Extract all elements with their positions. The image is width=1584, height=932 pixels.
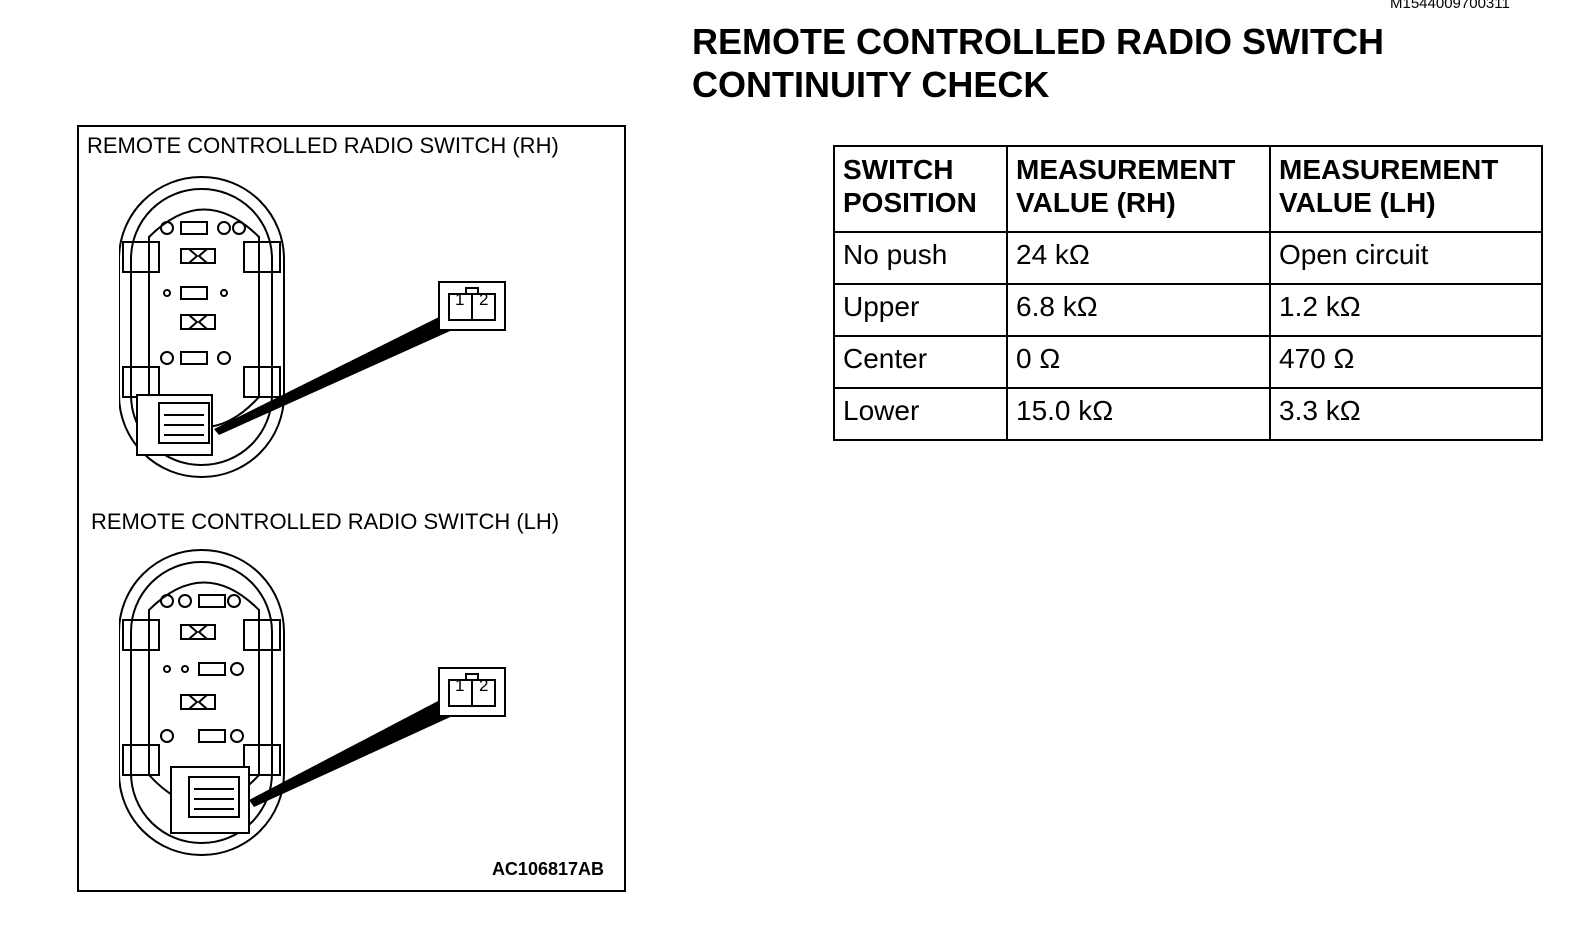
title-line-2: CONTINUITY CHECK: [692, 64, 1050, 105]
title-line-1: REMOTE CONTROLLED RADIO SWITCH: [692, 21, 1384, 62]
header-text: SWITCH: [843, 154, 954, 185]
header-text: MEASUREMENT: [1016, 154, 1236, 185]
header-measurement-rh: MEASUREMENT VALUE (RH): [1006, 145, 1271, 233]
table-cell: 0 Ω: [1006, 335, 1271, 389]
table-cell: Open circuit: [1269, 231, 1543, 285]
table-row: Center 0 Ω 470 Ω: [833, 335, 1543, 389]
continuity-table: SWITCH POSITION MEASUREMENT VALUE (RH) M…: [833, 145, 1543, 441]
table-cell: No push: [833, 231, 1008, 285]
header-text: MEASUREMENT: [1279, 154, 1499, 185]
rh-switch-label: REMOTE CONTROLLED RADIO SWITCH (RH): [87, 133, 559, 158]
table-cell: 6.8 kΩ: [1006, 283, 1271, 337]
lh-switch-label: REMOTE CONTROLLED RADIO SWITCH (LH): [91, 509, 560, 534]
table-cell: Lower: [833, 387, 1008, 441]
table-header-row: SWITCH POSITION MEASUREMENT VALUE (RH) M…: [833, 145, 1543, 233]
table-cell: 15.0 kΩ: [1006, 387, 1271, 441]
table-cell: 3.3 kΩ: [1269, 387, 1543, 441]
table-cell: 470 Ω: [1269, 335, 1543, 389]
lh-pin-1: 1: [455, 676, 465, 695]
lh-pin-2: 2: [479, 676, 489, 695]
table-cell: Upper: [833, 283, 1008, 337]
figure-code: AC106817AB: [491, 859, 604, 879]
table-cell: 1.2 kΩ: [1269, 283, 1543, 337]
header-text: VALUE (RH): [1016, 187, 1176, 218]
table-row: Lower 15.0 kΩ 3.3 kΩ: [833, 387, 1543, 441]
header-text: POSITION: [843, 187, 977, 218]
header-measurement-lh: MEASUREMENT VALUE (LH): [1269, 145, 1543, 233]
rh-switch-illustration: [119, 176, 506, 478]
table-row: Upper 6.8 kΩ 1.2 kΩ: [833, 283, 1543, 337]
rh-pin-1: 1: [455, 290, 465, 309]
header-switch-position: SWITCH POSITION: [833, 145, 1008, 233]
table-cell: 24 kΩ: [1006, 231, 1271, 285]
switch-figure: REMOTE CONTROLLED RADIO SWITCH (RH): [77, 125, 626, 892]
document-id: M1544009700311: [1390, 0, 1510, 12]
page-title: REMOTE CONTROLLED RADIO SWITCH CONTINUIT…: [692, 20, 1384, 106]
lh-switch-illustration: [119, 549, 506, 856]
header-text: VALUE (LH): [1279, 187, 1436, 218]
table-row: No push 24 kΩ Open circuit: [833, 231, 1543, 285]
table-cell: Center: [833, 335, 1008, 389]
rh-pin-2: 2: [479, 290, 489, 309]
